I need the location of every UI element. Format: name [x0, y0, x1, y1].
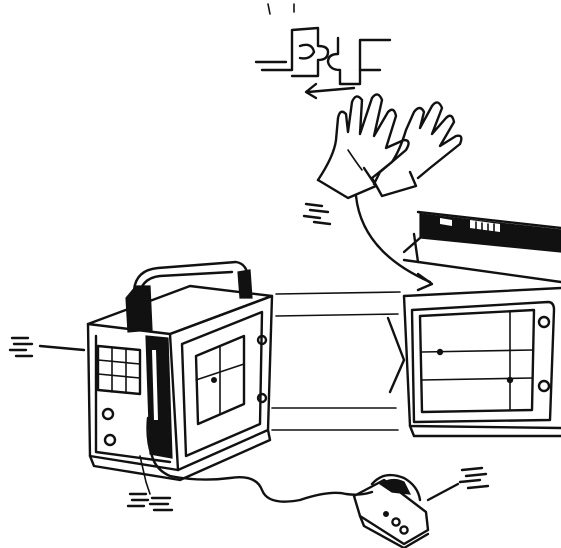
gloves-icon — [318, 94, 461, 198]
link-lines — [272, 292, 404, 430]
callout-mark-remote — [428, 468, 488, 500]
callout-mark-controller — [10, 338, 84, 356]
callout-mark-gloves — [304, 204, 330, 224]
puzzle-connection-sketch — [256, 4, 390, 98]
callout-mark-base-left — [128, 494, 172, 510]
pendant-remote — [354, 475, 428, 548]
arrow-gloves-to-lid — [356, 196, 432, 290]
controller-case — [88, 262, 272, 480]
enclosure-lid — [404, 212, 561, 282]
display-receiver — [404, 288, 561, 436]
